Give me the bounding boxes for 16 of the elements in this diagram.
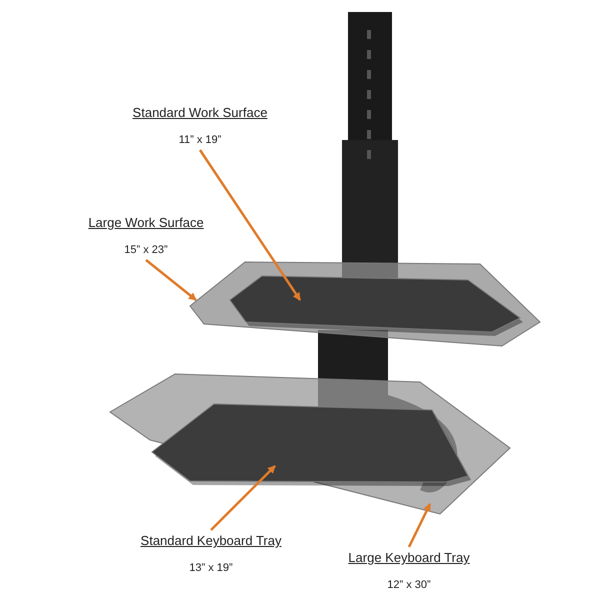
large-keyboard-tray-plate bbox=[109, 374, 511, 515]
part-name-label: Standard Keyboard Tray bbox=[140, 533, 282, 548]
part-name-label: Large Keyboard Tray bbox=[348, 550, 470, 565]
dimension-label: 15” x 23” bbox=[124, 244, 168, 256]
leader-arrow bbox=[198, 149, 302, 301]
leader-arrow bbox=[408, 503, 432, 548]
work-surface-plate bbox=[229, 276, 521, 332]
dimension-label: 12” x 30” bbox=[387, 579, 431, 591]
keyboard-tray-plate bbox=[151, 404, 469, 482]
part-name-label: Large Work Surface bbox=[88, 215, 204, 230]
leader-arrow bbox=[210, 465, 276, 531]
leader-arrow bbox=[145, 259, 197, 301]
part-name-label: Standard Work Surface bbox=[132, 105, 268, 120]
large-work-surface-plate bbox=[189, 262, 541, 347]
dimension-label: 11” x 19” bbox=[178, 134, 222, 146]
dimension-label: 13” x 19” bbox=[189, 562, 233, 574]
